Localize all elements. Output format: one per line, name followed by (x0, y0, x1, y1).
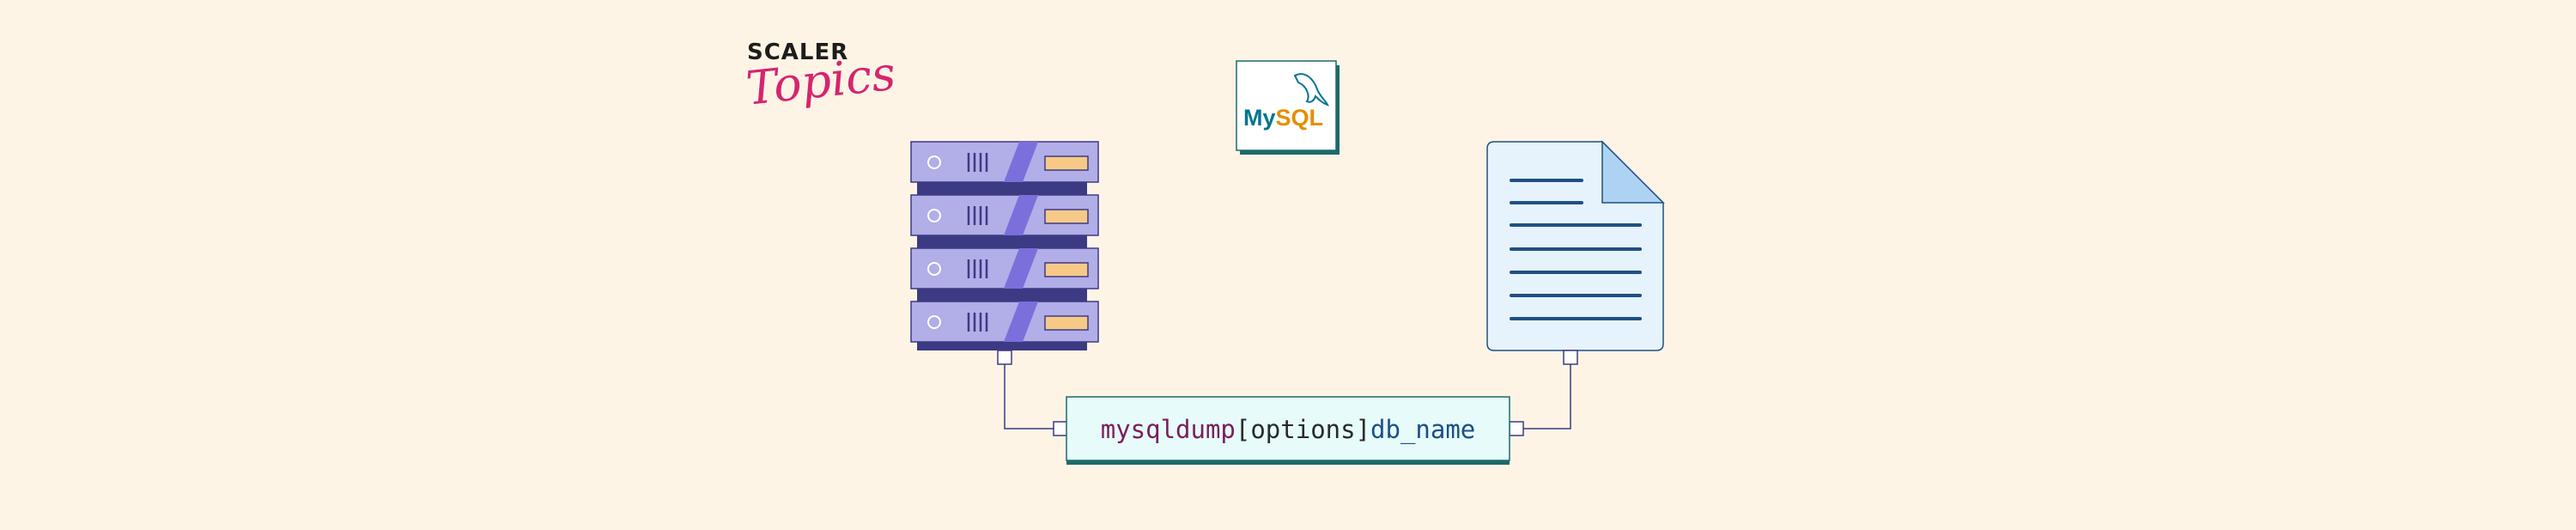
dolphin-icon (1293, 73, 1329, 107)
command-options: [options] (1235, 415, 1371, 444)
command-tool: mysqldump (1100, 415, 1236, 444)
command-box (1066, 396, 1510, 465)
mysql-logo: MySQL (1236, 60, 1340, 155)
svg-text:MySQL: MySQL (1243, 105, 1323, 131)
logo-scaler-text: SCALER (747, 40, 849, 65)
command-text: mysqldump [options] db_name (1066, 398, 1510, 461)
server-stack-icon (910, 141, 1099, 350)
scaler-topics-logo: SCALER Topics (744, 40, 898, 134)
command-db-name: db_name (1370, 415, 1476, 444)
mysql-my-text: My (1243, 105, 1276, 131)
document-icon (1486, 140, 1665, 351)
connector-ports (997, 350, 1578, 436)
mysql-sql-text: SQL (1276, 105, 1324, 131)
connector-lines (1004, 364, 1571, 429)
